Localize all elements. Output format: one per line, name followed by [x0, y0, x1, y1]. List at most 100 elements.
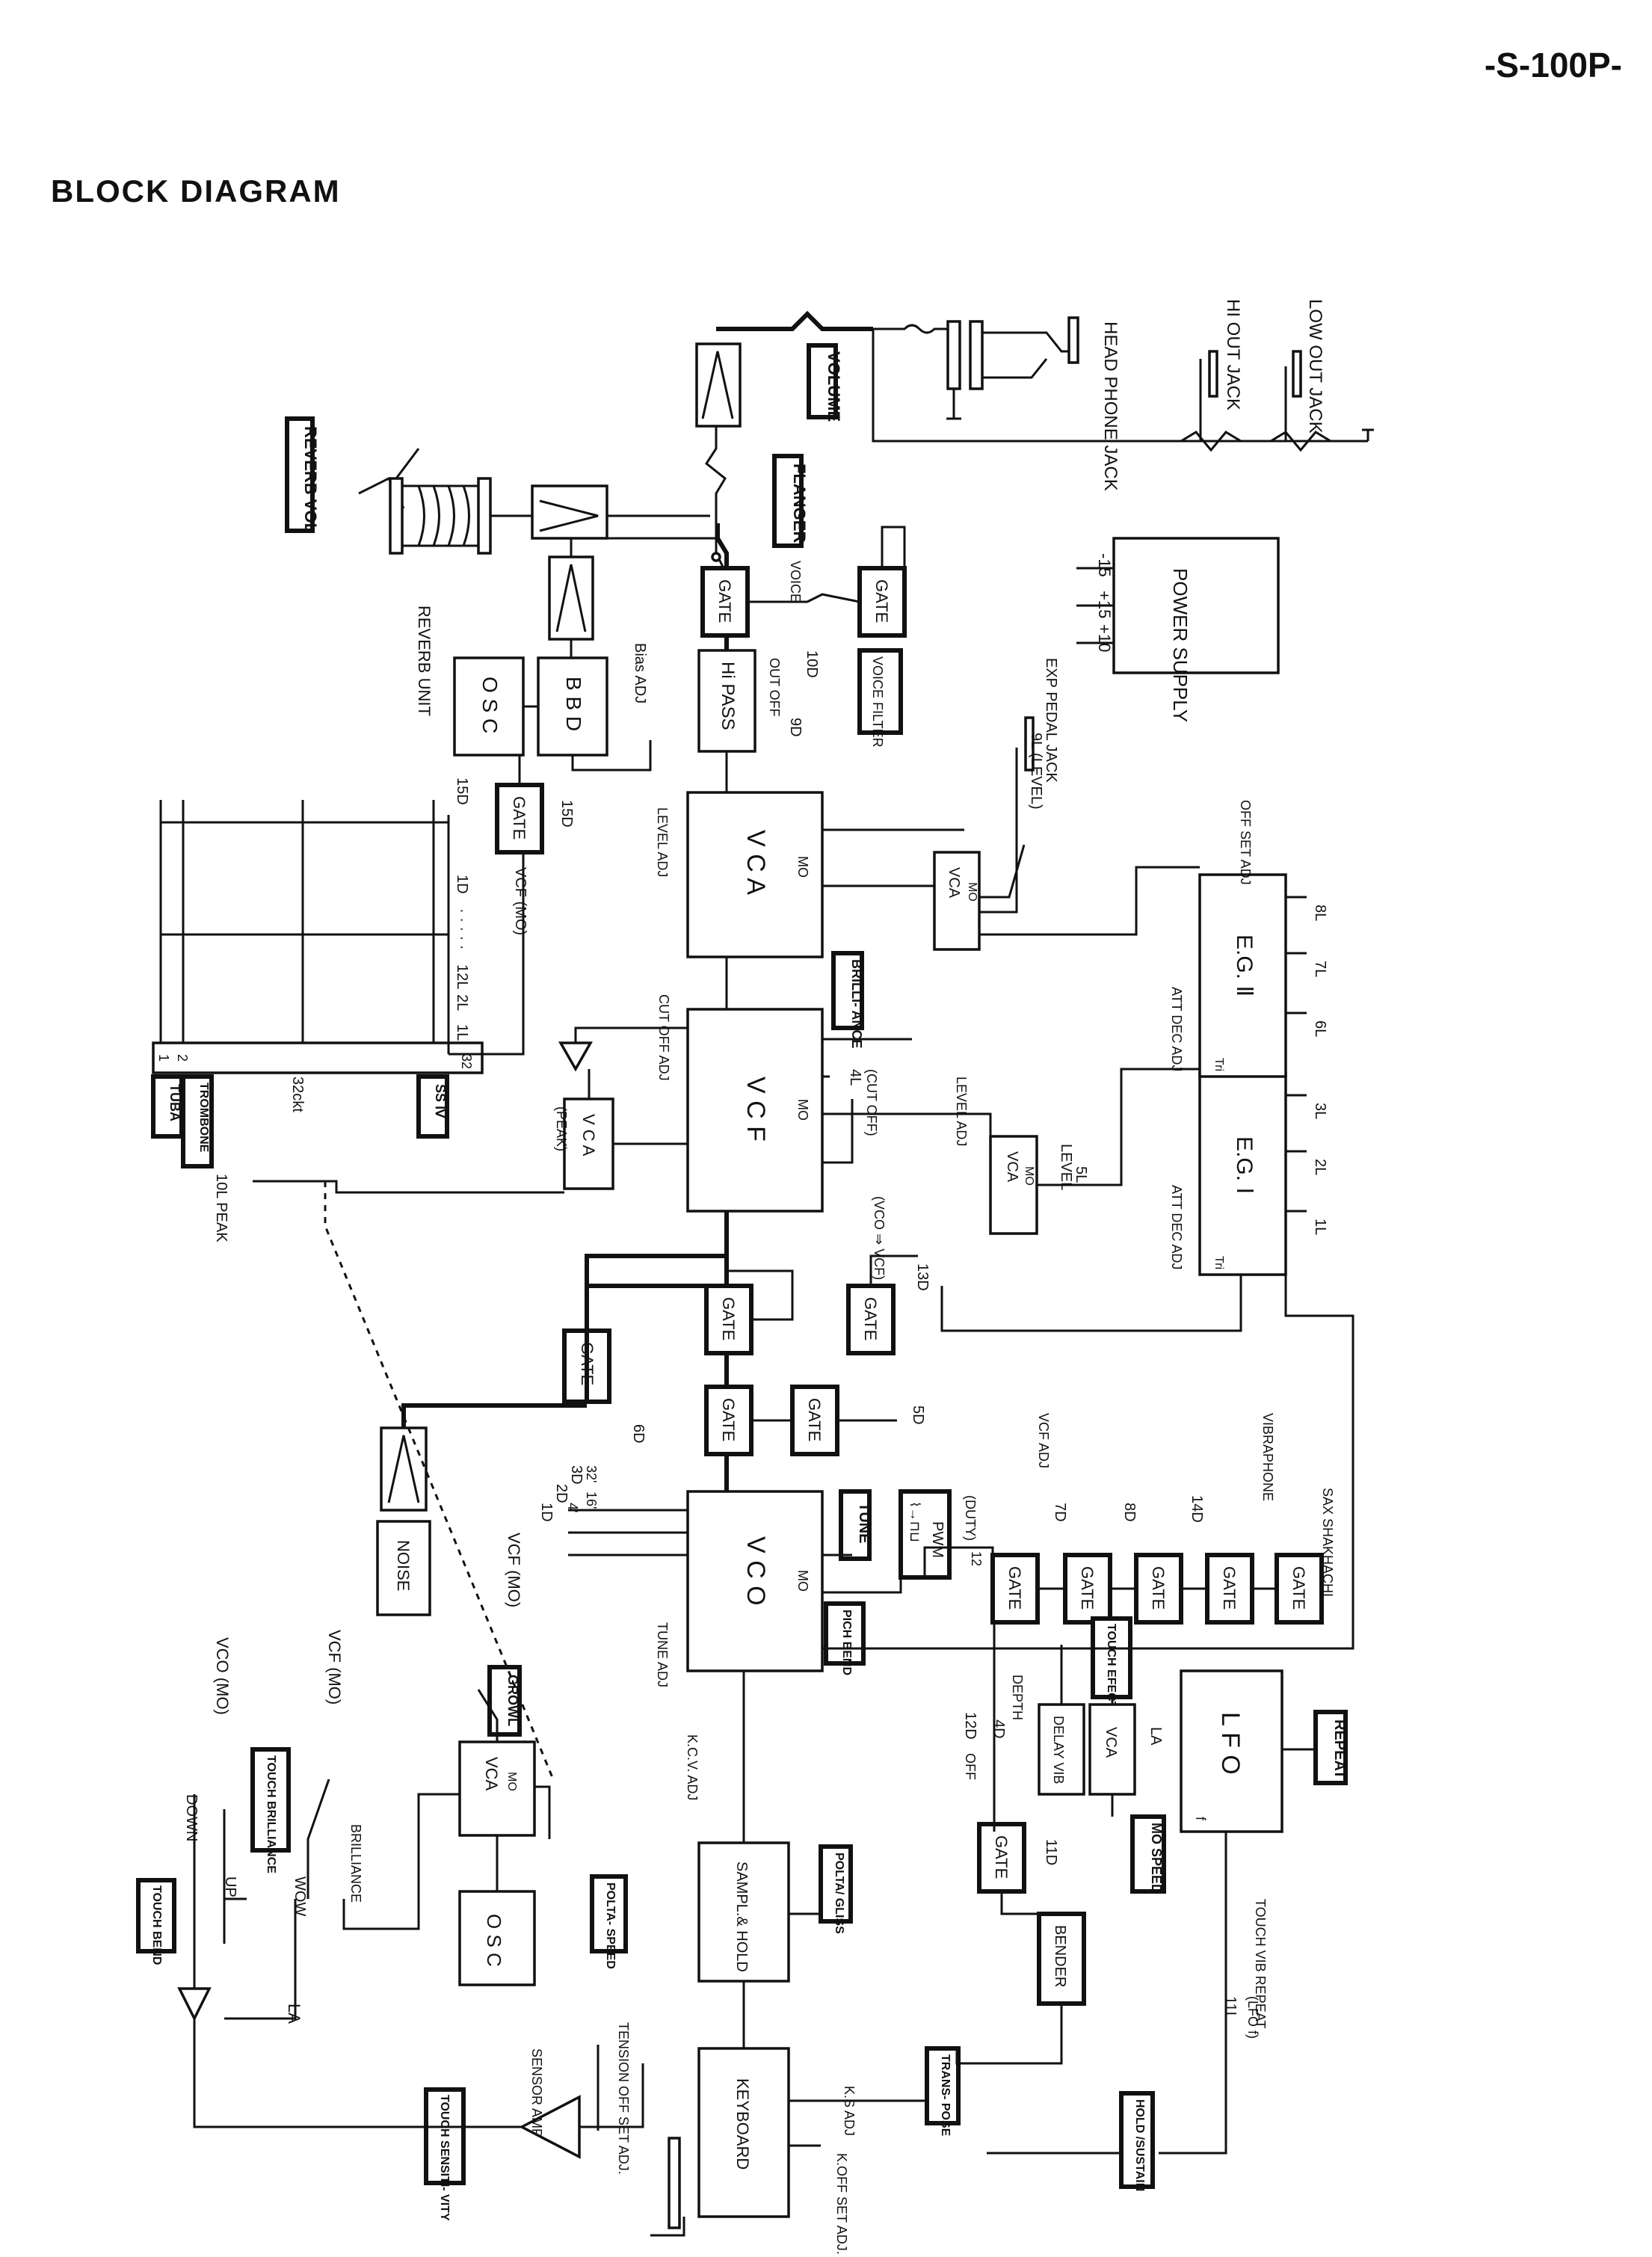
peak-10l-label: 10L PEAK	[213, 1174, 229, 1243]
gate-vcf-mo	[495, 783, 544, 855]
node-2l-eg: 2L	[1312, 1159, 1328, 1175]
node-15d: 15D	[454, 778, 470, 805]
touch-sensitivity-control[interactable]	[424, 2087, 466, 2185]
lfo-label: L F O	[1216, 1712, 1245, 1775]
noise-label: NOISE	[394, 1540, 413, 1591]
duty-label: (DUTY)	[963, 1495, 978, 1541]
up-label: UP	[222, 1876, 238, 1897]
node-11d: 11D	[1043, 1839, 1059, 1865]
polta-gliss-control[interactable]	[819, 1844, 853, 1924]
bbd-block	[537, 656, 608, 757]
voice-label: VOICE	[788, 561, 803, 603]
reverb-unit-label: REVERB UNIT	[415, 606, 434, 716]
koff-set-adj-label: K.OFF SET ADJ.	[834, 2153, 849, 2255]
brilliance-control[interactable]	[831, 951, 864, 1030]
feet-32: 32'	[584, 1465, 599, 1482]
la-lfo-label: LA	[1147, 1727, 1164, 1746]
transpose-control[interactable]	[925, 2046, 961, 2125]
bender-label: BENDER	[1052, 1925, 1068, 1987]
delay-vib-block	[1038, 1703, 1085, 1796]
out-off-label: OUT OFF	[767, 658, 782, 717]
vca-osc-block	[458, 1740, 536, 1837]
vca-exp-label: VCA	[946, 867, 962, 899]
off-label: OFF	[963, 1753, 978, 1780]
reverb-vol-control[interactable]	[285, 416, 315, 533]
page-title: BLOCK DIAGRAM	[51, 173, 341, 209]
vca-exp-block	[933, 851, 981, 951]
growl-label: GROWL	[505, 1675, 520, 1726]
node-11l: 11L	[1222, 1996, 1239, 2020]
low-out-jack-label: LOW OUT JACK	[1305, 299, 1325, 434]
trombone-control[interactable]	[181, 1074, 214, 1168]
osc-bbd-label: O S C	[478, 677, 502, 733]
ss-iv-control[interactable]	[416, 1074, 449, 1139]
vcf-adj-label: VCF ADJ	[1036, 1413, 1051, 1468]
vcf-mo-top-label: VCF (MO)	[512, 867, 528, 935]
growl-control[interactable]	[487, 1665, 522, 1737]
power-supply-label: POWER SUPPLY	[1169, 568, 1192, 722]
node-6d: 6D	[630, 1424, 647, 1444]
tune-label: TUNE	[856, 1503, 872, 1543]
gate-duty	[990, 1553, 1040, 1625]
vca-peak-block	[563, 1097, 614, 1190]
vco-label: V C O	[742, 1536, 770, 1606]
strip-2: 2	[175, 1054, 190, 1062]
node-1d: 1D	[538, 1503, 555, 1522]
tune-control[interactable]	[839, 1489, 872, 1561]
keyboard-block	[697, 2047, 790, 2218]
vco-to-vcf-label: (VCO ⇒ VCF)	[872, 1196, 887, 1280]
node-9l: 9L (LEVEL)	[1028, 733, 1044, 810]
vca-level-label: VCA	[1004, 1151, 1020, 1183]
transformer-secondary	[969, 320, 984, 390]
brilliance-sw-label: BRILLIANCE	[348, 1824, 363, 1903]
gate-8d-label: GATE	[1149, 1566, 1168, 1610]
gate-hipass-label: GATE	[715, 579, 734, 623]
volume-control[interactable]	[807, 343, 838, 419]
repeat-control[interactable]	[1313, 1710, 1348, 1785]
node-1d-top: 1D	[454, 875, 470, 894]
low-out-jack-symbol	[1292, 350, 1302, 398]
depth-label: DEPTH	[1010, 1675, 1025, 1720]
gate-14d-label: GATE	[1220, 1566, 1239, 1610]
node-7l: 7L	[1312, 961, 1328, 977]
osc-label: O S C	[483, 1914, 505, 1967]
vcf-mo-growl-label: VCF (MO)	[505, 1533, 523, 1607]
vca-level-mo: MO	[1023, 1166, 1035, 1186]
bender-block	[1037, 1912, 1086, 2006]
gate-sax-label: GATE	[1289, 1566, 1308, 1610]
pich-bend-control[interactable]	[824, 1601, 866, 1666]
sample-hold-label: SAMPL.& HOLD	[733, 1862, 750, 1972]
ckt32-label: 32ckt	[289, 1077, 306, 1112]
node-4d: 4D	[990, 1719, 1007, 1739]
exp-pedal-jack-label: EXP PEDAL JACK	[1043, 658, 1059, 783]
touch-brilliance-control[interactable]	[250, 1747, 291, 1853]
vco-block	[686, 1490, 824, 1672]
touch-vib-repeat-label: TOUCH VIB REPEAT	[1253, 1899, 1268, 2028]
osc-block	[458, 1890, 536, 1986]
down-label: DOWN	[183, 1794, 200, 1841]
polta-speed-control[interactable]	[590, 1874, 628, 1953]
bbd-label: B B D	[562, 677, 585, 731]
node-3l: 3L	[1312, 1103, 1328, 1119]
mo-speed-control[interactable]	[1130, 1814, 1166, 1894]
hold-sustain-control[interactable]	[1119, 2091, 1155, 2189]
bias-adj-label: Bias ADJ	[632, 643, 648, 703]
repeat-label: REPEAT	[1331, 1719, 1348, 1779]
gate-5d-label: GATE	[805, 1398, 824, 1441]
keyboard-label: KEYBOARD	[733, 2078, 752, 2170]
touch-bend-control[interactable]	[136, 1878, 176, 1953]
strip-32: 32	[459, 1054, 474, 1069]
node-5d: 5D	[910, 1405, 926, 1425]
pich-bend-label: PICH BEND	[840, 1610, 853, 1675]
transformer-primary	[946, 320, 961, 390]
lfo-block	[1180, 1669, 1283, 1833]
polta-speed-label: POLTA- SPEED	[604, 1882, 617, 1969]
vca-peak-label: V C A	[579, 1114, 598, 1157]
feet-16: 16'	[584, 1491, 599, 1509]
eg1-tri: Tri	[1212, 1256, 1225, 1269]
tuba-label: TUBA	[167, 1084, 182, 1121]
flanger-control[interactable]	[772, 454, 804, 548]
kcv-adj-label: K.C.V. ADJ	[685, 1734, 700, 1800]
node-14d: 14D	[1189, 1495, 1205, 1523]
delay-vib-label: DELAY VIB	[1051, 1716, 1066, 1784]
